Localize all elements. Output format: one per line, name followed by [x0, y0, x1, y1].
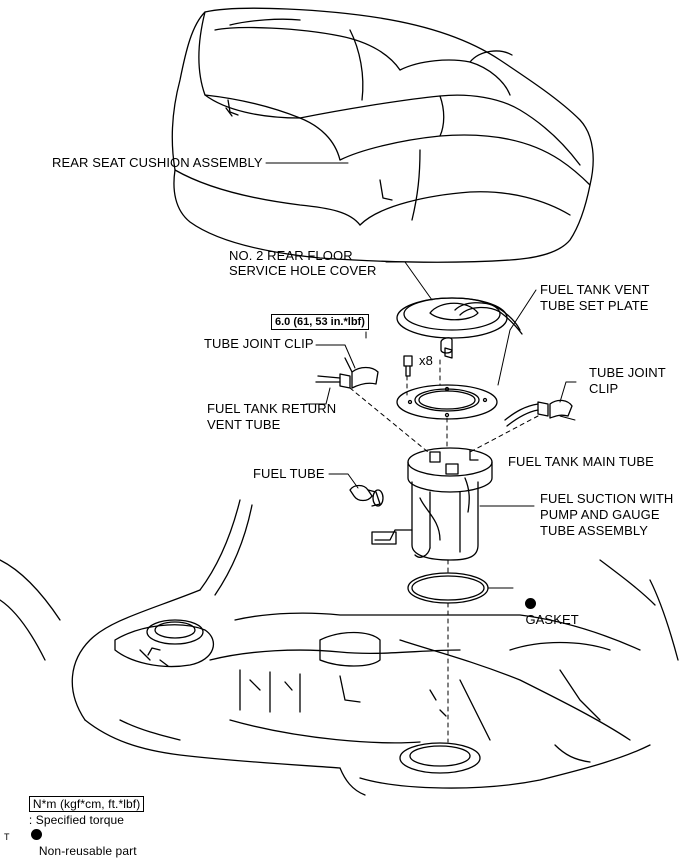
label-suction-line1: FUEL SUCTION WITH — [540, 491, 674, 506]
legend-torque-key: N*m (kgf*cm, ft.*lbf) — [28, 796, 145, 812]
vent-plate-drawing — [396, 384, 498, 420]
return-vent-tube-drawing — [315, 357, 379, 389]
non-reusable-legend-icon — [30, 829, 42, 840]
label-tube-joint-clip-left: TUBE JOINT CLIP — [204, 336, 314, 351]
legend-nonreusable-text: Non-reusable part — [38, 844, 137, 858]
label-hole-cover-line2: SERVICE HOLE COVER — [229, 263, 377, 278]
corner-mark: T — [4, 832, 10, 842]
torque-spec-box: 6.0 (61, 53 in.*lbf) — [271, 314, 369, 330]
label-return-vent-line1: FUEL TANK RETURN — [207, 401, 337, 416]
legend-torque-text: : Specified torque — [28, 813, 125, 827]
label-vent-plate-line2: TUBE SET PLATE — [540, 298, 649, 313]
label-rear-seat-cushion: REAR SEAT CUSHION ASSEMBLY — [52, 155, 263, 170]
leader-lines — [265, 162, 577, 589]
label-hole-cover-line1: NO. 2 REAR FLOOR — [229, 248, 353, 263]
main-tube-drawing — [504, 399, 573, 427]
floor-pan-drawing — [0, 499, 679, 796]
label-suction-line2: PUMP AND GAUGE — [540, 507, 660, 522]
label-fuel-tube: FUEL TUBE — [253, 466, 325, 481]
label-tube-joint-clip-right-line2: CLIP — [589, 381, 619, 396]
alignment-dashes — [349, 359, 539, 743]
label-main-tube: FUEL TANK MAIN TUBE — [508, 454, 654, 469]
rear-seat-cushion-drawing — [171, 7, 594, 263]
label-gasket: GASKET — [518, 580, 579, 628]
label-bolt-count: x8 — [419, 353, 433, 368]
label-gasket-text: GASKET — [525, 612, 579, 627]
label-return-vent-line2: VENT TUBE — [207, 417, 281, 432]
fuel-suction-drawing — [371, 447, 493, 561]
legend-nonreusable: Non-reusable part — [24, 811, 137, 859]
bolt-drawing — [403, 355, 413, 377]
fuel-tube-drawing — [349, 484, 384, 507]
label-vent-plate-line1: FUEL TANK VENT — [540, 282, 650, 297]
legend-torque: N*m (kgf*cm, ft.*lbf) : Specified torque — [22, 780, 145, 828]
hole-cover-drawing — [396, 297, 523, 359]
label-tube-joint-clip-right-line1: TUBE JOINT — [589, 365, 666, 380]
label-suction-line3: TUBE ASSEMBLY — [540, 523, 648, 538]
non-reusable-icon — [525, 598, 537, 609]
gasket-drawing — [407, 572, 489, 604]
